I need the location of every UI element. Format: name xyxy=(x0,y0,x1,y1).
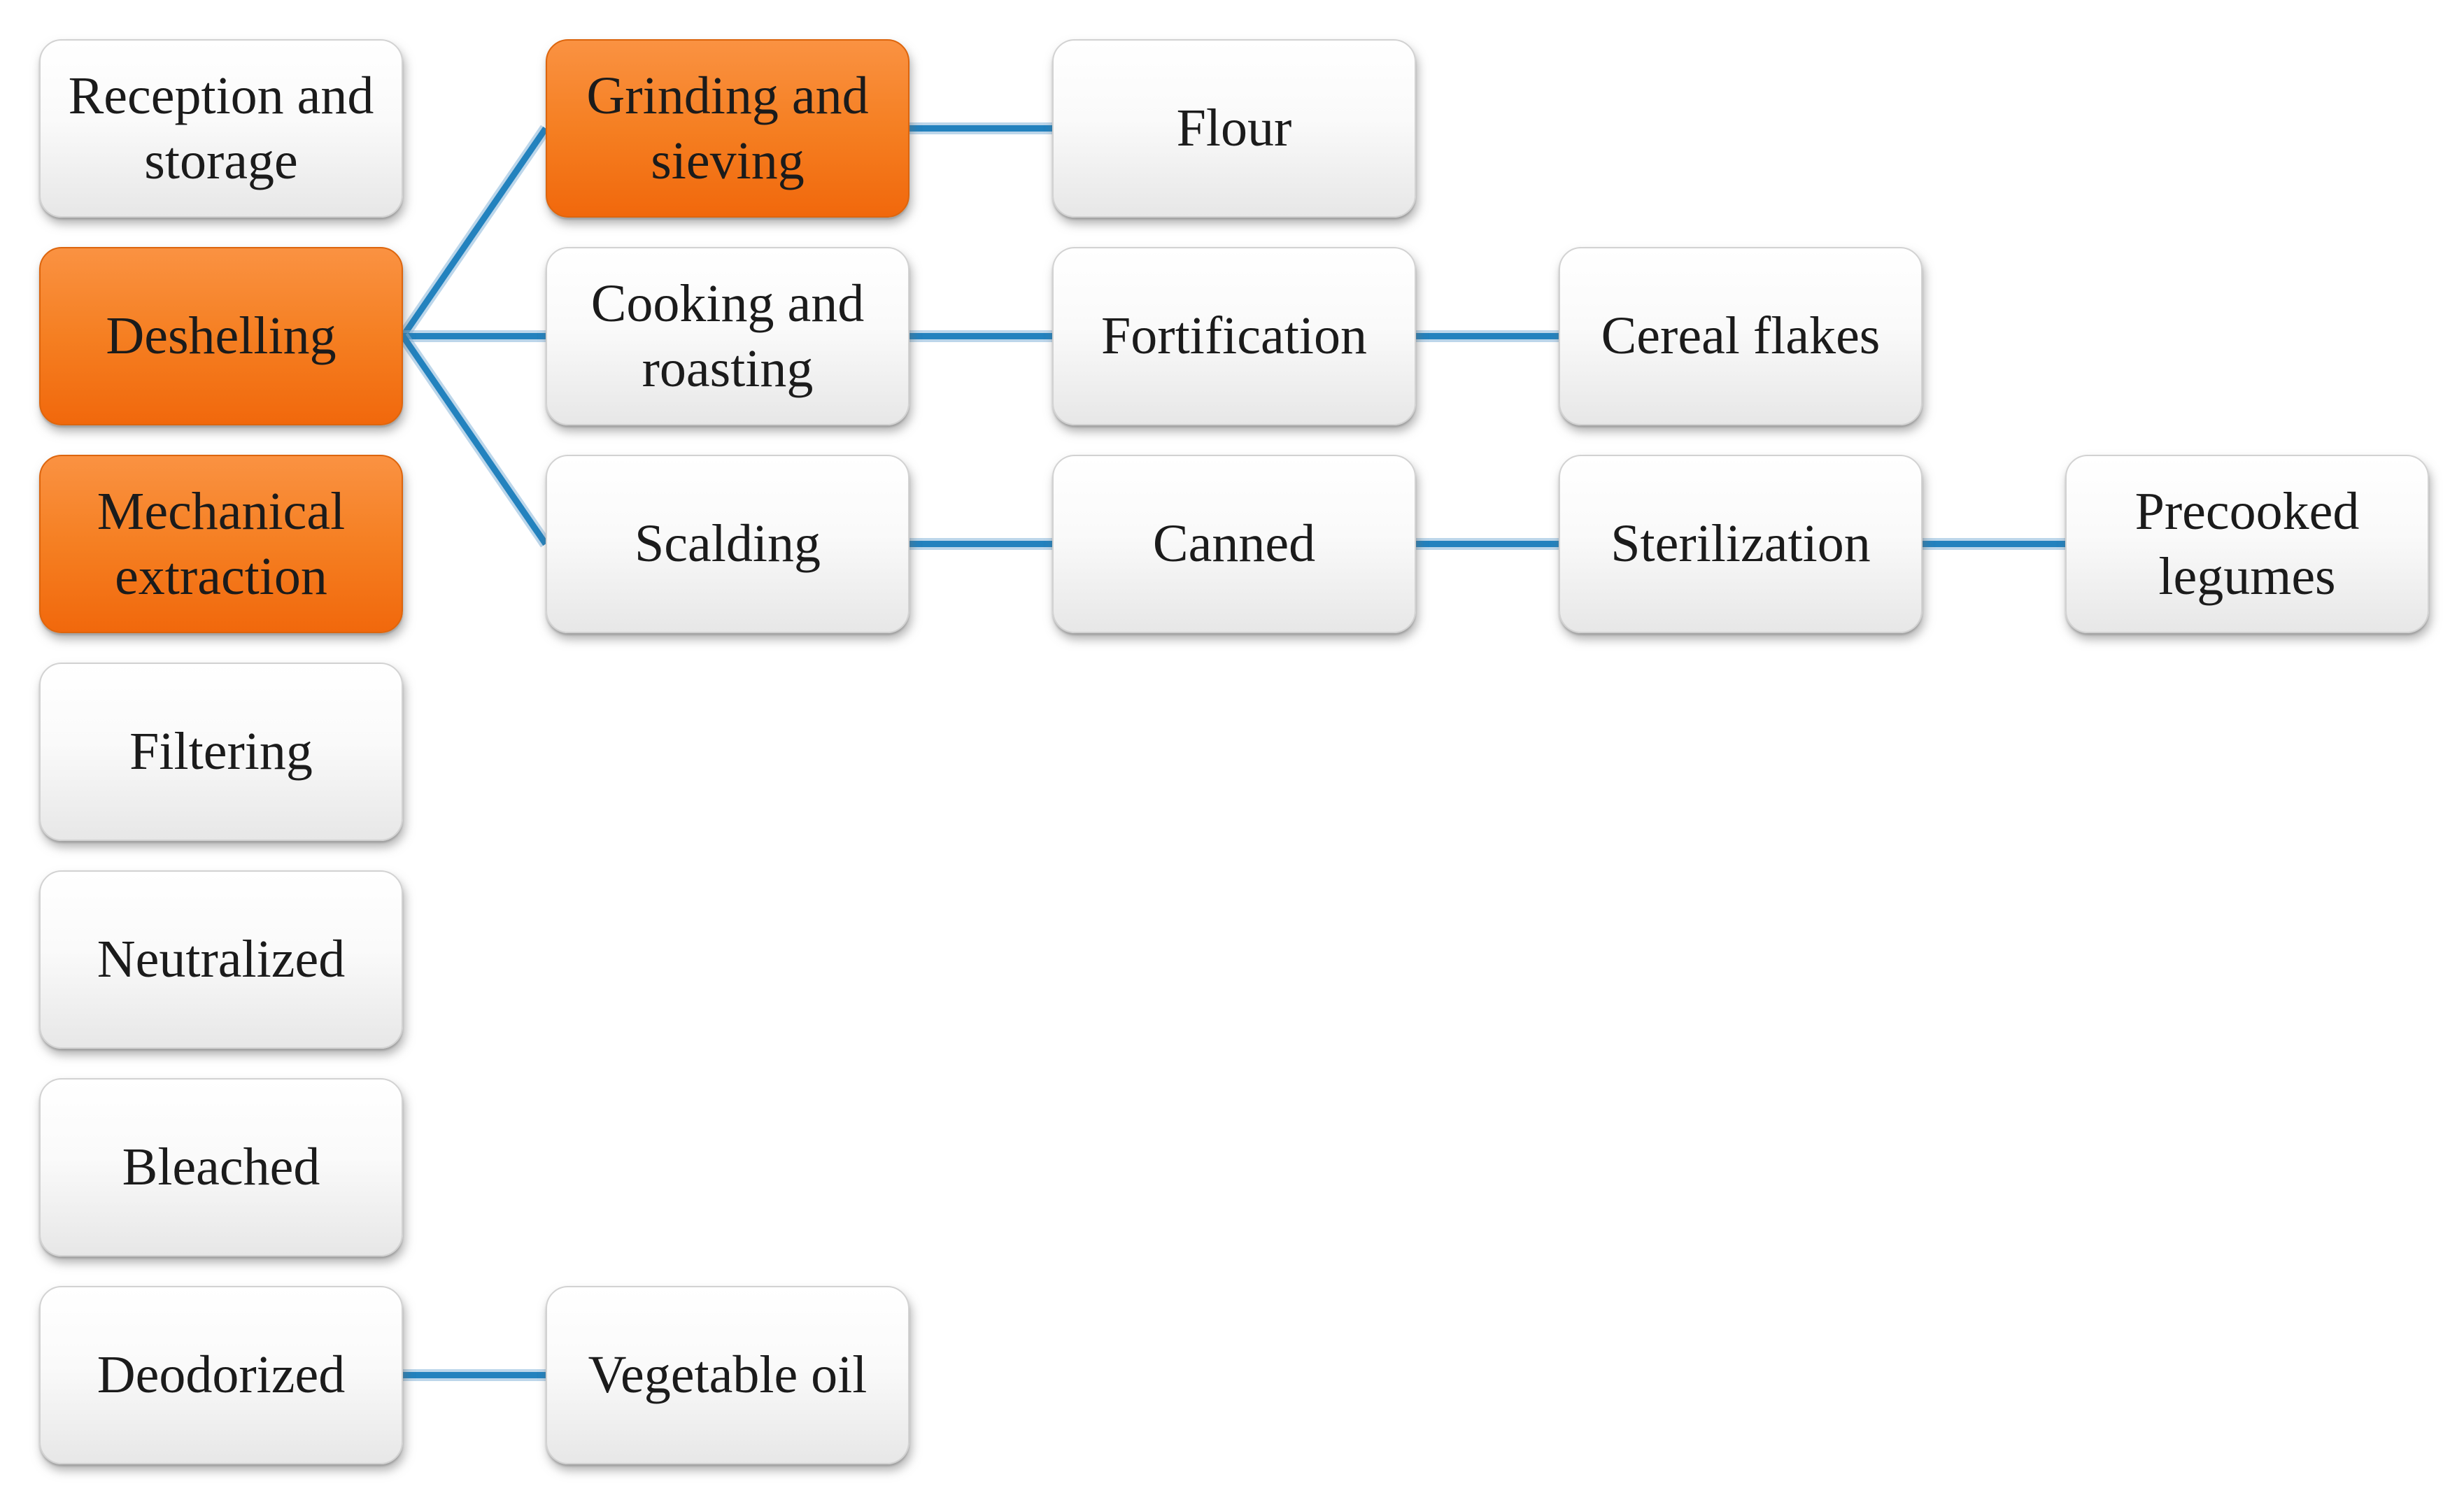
node-sterilization: Sterilization xyxy=(1559,455,1923,633)
node-label-deodorized: Deodorized xyxy=(97,1345,346,1405)
node-label-neutralized: Neutralized xyxy=(97,930,346,989)
node-label-canned: Canned xyxy=(1152,514,1316,574)
node-label-bleached: Bleached xyxy=(122,1138,320,1197)
node-cooking-roasting: Cooking and roasting xyxy=(546,247,909,425)
node-vegetable-oil: Vegetable oil xyxy=(546,1286,909,1464)
connector-deshelling--grinding-sieving xyxy=(400,126,548,339)
node-label-flour: Flour xyxy=(1176,99,1292,158)
node-grinding-sieving: Grinding and sieving xyxy=(546,39,909,218)
node-scalding: Scalding xyxy=(546,455,909,633)
node-label-precooked-legumes: Precooked legumes xyxy=(2134,481,2360,606)
node-fortification: Fortification xyxy=(1052,247,1416,425)
node-label-fortification: Fortification xyxy=(1101,306,1367,366)
node-label-reception-storage: Reception and storage xyxy=(68,66,374,190)
node-precooked-legumes: Precooked legumes xyxy=(2065,455,2429,633)
node-flour: Flour xyxy=(1052,39,1416,218)
node-reception-storage: Reception and storage xyxy=(39,39,403,218)
node-filtering: Filtering xyxy=(39,663,403,841)
node-label-cereal-flakes: Cereal flakes xyxy=(1601,306,1881,366)
node-cereal-flakes: Cereal flakes xyxy=(1559,247,1923,425)
connector-deshelling--scalding xyxy=(400,334,548,546)
node-deshelling: Deshelling xyxy=(39,247,403,425)
node-label-grinding-sieving: Grinding and sieving xyxy=(586,66,869,190)
node-label-sterilization: Sterilization xyxy=(1610,514,1871,574)
node-canned: Canned xyxy=(1052,455,1416,633)
node-deodorized: Deodorized xyxy=(39,1286,403,1464)
node-label-mechanical-extraction: Mechanical extraction xyxy=(97,481,346,606)
node-label-filtering: Filtering xyxy=(129,722,313,781)
node-neutralized: Neutralized xyxy=(39,870,403,1049)
node-label-vegetable-oil: Vegetable oil xyxy=(588,1345,868,1405)
node-mechanical-extraction: Mechanical extraction xyxy=(39,455,403,633)
node-label-deshelling: Deshelling xyxy=(106,306,337,366)
node-bleached: Bleached xyxy=(39,1078,403,1257)
node-label-scalding: Scalding xyxy=(635,514,821,574)
node-label-cooking-roasting: Cooking and roasting xyxy=(590,274,865,398)
